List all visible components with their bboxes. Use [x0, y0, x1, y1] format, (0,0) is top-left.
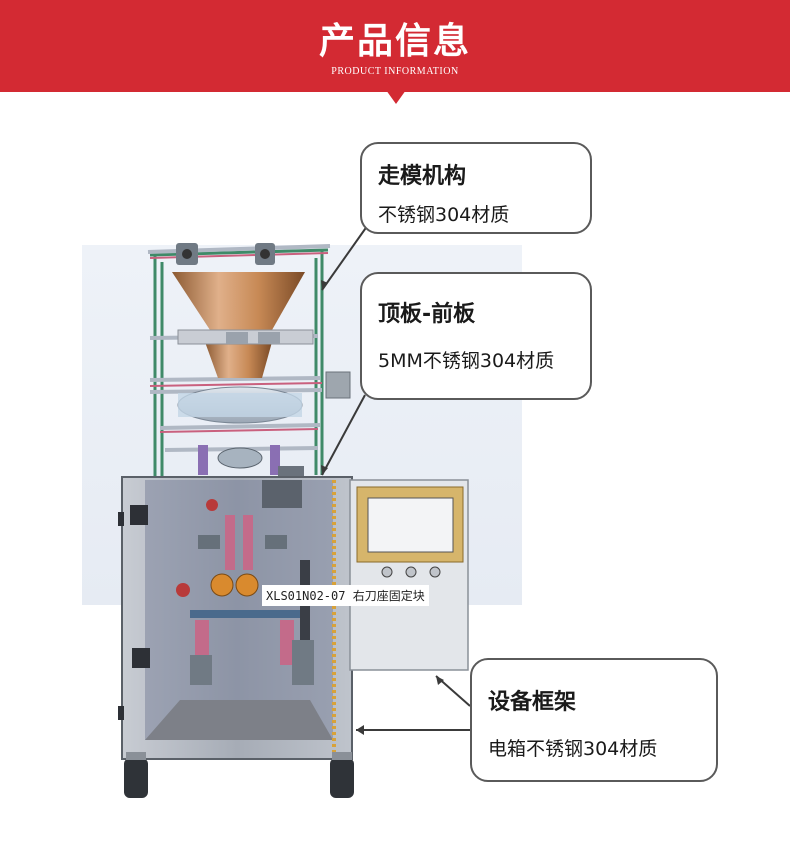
hopper-lower	[205, 342, 272, 378]
callout-subtitle: 电箱不锈钢304材质	[488, 738, 658, 760]
callout-pointers	[321, 221, 471, 731]
side-motor	[325, 371, 351, 399]
hopper-cone	[172, 272, 305, 330]
part-label: XLS01N02-07 右刀座固定块	[262, 585, 429, 606]
header-subtitle: PRODUCT INFORMATION	[331, 66, 459, 77]
header-title: 产品信息	[318, 21, 471, 62]
callout-title: 顶板-前板	[378, 302, 476, 327]
callout-walking-mold: 走模机构 不锈钢304材质	[360, 142, 592, 234]
top-pulleys	[176, 243, 275, 265]
callout-subtitle: 5MM不锈钢304材质	[378, 350, 555, 372]
caster-wheels	[124, 752, 354, 798]
callout-top-front-plate: 顶板-前板 5MM不锈钢304材质	[360, 272, 592, 400]
header-notch	[386, 90, 406, 104]
touchscreen	[367, 497, 454, 553]
arrowheads	[321, 280, 444, 735]
callout-title: 设备框架	[488, 690, 577, 715]
callout-subtitle: 不锈钢304材质	[378, 204, 510, 226]
callout-equipment-frame: 设备框架 电箱不锈钢304材质	[470, 658, 718, 782]
callout-title: 走模机构	[378, 164, 467, 189]
header-banner: 产品信息 PRODUCT INFORMATION	[0, 0, 790, 92]
